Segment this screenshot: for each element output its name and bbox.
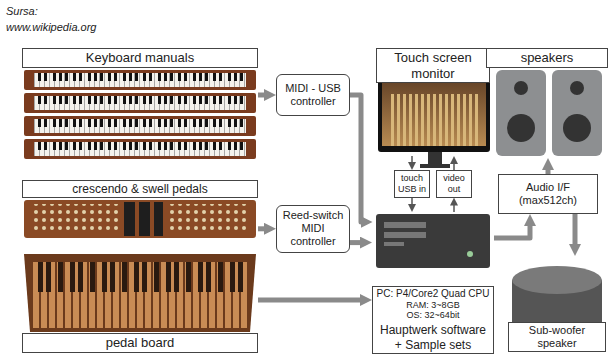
source-note: www.wikipedia.org [6,21,96,33]
node-label: Audio I/F (max512ch) [502,181,594,207]
node-label: Sub-woofer speaker [511,324,603,350]
signal-arrow [350,240,366,245]
node-label: PC: P4/Core2 Quad CPU [375,288,491,300]
label-box: Keyboard manuals [22,48,258,68]
controller-box: Reed-switch MIDI controller [276,205,350,253]
pedal-board-picture [24,254,256,332]
port-box: touch USB in [394,170,430,198]
label-box: Touch screen monitor [376,48,490,83]
label-box: PC: P4/Core2 Quad CPURAM: 3~8GBOS: 32~64… [372,286,494,354]
node-label: speakers [489,50,605,66]
device-panel: Keyboard manuals [22,48,258,162]
node-label: video out [438,173,470,195]
node-label: RAM: 3~8GB [375,300,491,311]
node-label: touch USB in [396,173,428,195]
node-label: crescendo & swell pedals [25,182,255,196]
signal-arrow [411,156,413,166]
node-label: MIDI - USB controller [280,82,346,108]
device-panel: speakers [486,48,608,158]
controller-box: MIDI - USB controller [276,74,350,116]
node-label: pedal board [25,335,255,351]
node-label: Reed-switch MIDI controller [280,209,346,249]
pedals-picture [24,200,256,238]
device-panel: Touch screen monitor [376,48,490,156]
signal-arrow [258,298,366,303]
device-panel: pedal board [22,252,258,353]
signal-arrow [258,226,270,231]
speakers-picture [496,70,602,156]
device-panel: crescendo & swell pedals [22,180,258,240]
computer-panel: PC: P4/Core2 Quad CPURAM: 3~8GBOS: 32~64… [372,212,494,354]
source-note: Sursa: [6,5,38,17]
node-label: Keyboard manuals [25,50,255,66]
device-panel: Sub-woofer speaker [508,256,606,352]
label-box: crescendo & swell pedals [22,180,258,198]
signal-arrow [494,220,530,238]
interface-box: Audio I/F (max512ch) [498,174,598,214]
signal-arrow [453,202,455,212]
node-label: Touch screen monitor [379,50,487,81]
label-box: speakers [486,48,608,68]
label-box: pedal board [22,333,258,353]
port-box: video out [436,170,472,198]
signal-arrow [258,93,270,98]
signal-arrow [350,95,367,222]
signal-arrow [546,164,551,174]
signal-arrow [411,198,413,208]
label-box: Sub-woofer speaker [508,322,606,352]
signal-arrow [453,160,455,170]
pc-picture [376,214,490,268]
signal-arrow [573,214,578,250]
keyboard-manuals-picture [24,70,256,159]
node-label: OS: 32~64bit [375,310,491,321]
node-label: Hauptwerk software + Sample sets [375,323,491,352]
